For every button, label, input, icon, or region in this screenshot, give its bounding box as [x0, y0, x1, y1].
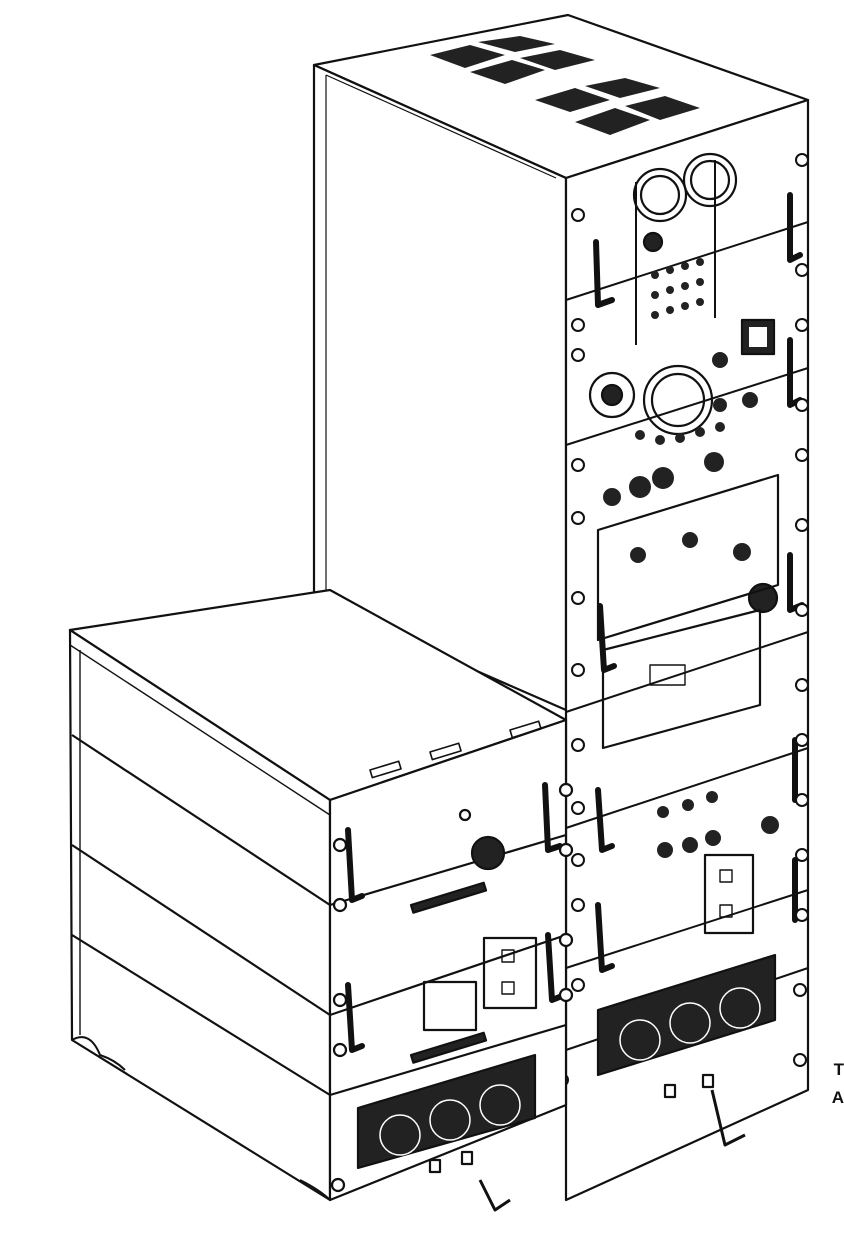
knobs	[603, 258, 779, 858]
tall-cabinet	[312, 13, 810, 1202]
inner-chassis-panel	[596, 473, 780, 642]
lower-panel-dividers	[71, 734, 567, 1097]
edge-letter-t: T	[833, 1060, 844, 1079]
fan-grille-right	[596, 953, 777, 1077]
hinged-cover-panel	[601, 608, 762, 750]
panel-screws	[555, 153, 809, 1087]
edge-letter-a: A	[831, 1088, 844, 1107]
switch-box	[703, 853, 755, 935]
rack-handles	[593, 192, 805, 973]
tuning-knob	[470, 835, 506, 871]
meter-dials	[588, 152, 779, 614]
top-front-slots	[369, 720, 542, 779]
switch-box-lower	[482, 936, 538, 1010]
fan-grille-left	[356, 1053, 537, 1170]
lower-cabinet	[68, 588, 746, 1212]
top-vent-grilles	[430, 36, 700, 135]
lower-handles	[345, 782, 565, 1053]
